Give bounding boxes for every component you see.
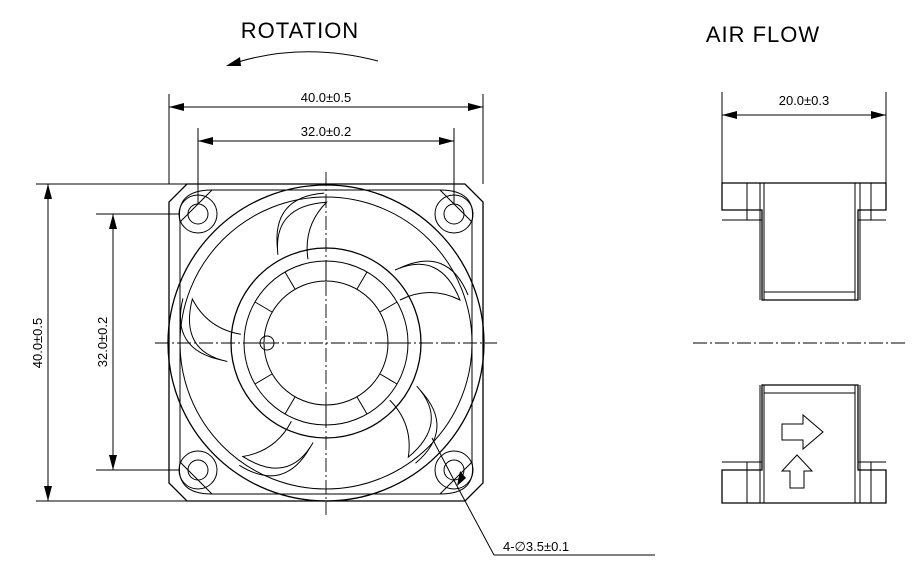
- curved-arrow-counterclockwise-icon: [226, 51, 379, 66]
- fan-blades: [179, 192, 469, 477]
- dimension-mounting-holes-label: 4-∅3.5±0.1: [503, 539, 569, 554]
- dimension-hole-spacing-horizontal-label: 32.0±0.2: [301, 124, 352, 139]
- dimension-depth: [721, 92, 887, 183]
- arrow-up-icon: [780, 454, 814, 489]
- fan-front-view: [155, 172, 497, 515]
- dimension-mounting-holes-leader: [431, 437, 655, 556]
- air-flow-heading: AIR FLOW: [706, 22, 820, 47]
- mounting-hole-bottom-left: [178, 450, 218, 490]
- dimension-hole-spacing-vertical-label: 32.0±0.2: [95, 317, 110, 368]
- dimension-hole-spacing-vertical: [96, 213, 180, 471]
- dimension-overall-width: [168, 94, 484, 184]
- dimension-overall-height-label: 40.0±0.5: [30, 318, 45, 369]
- arrow-right-icon: [781, 413, 824, 451]
- rotation-heading: ROTATION: [241, 18, 359, 43]
- dimension-overall-width-label: 40.0±0.5: [301, 90, 352, 105]
- fan-side-view: [693, 182, 906, 504]
- dimension-overall-height: [36, 183, 187, 502]
- dimension-depth-label: 20.0±0.3: [779, 93, 830, 108]
- mounting-hole-bottom-right: [434, 450, 474, 490]
- dimension-hole-spacing-horizontal: [197, 128, 455, 204]
